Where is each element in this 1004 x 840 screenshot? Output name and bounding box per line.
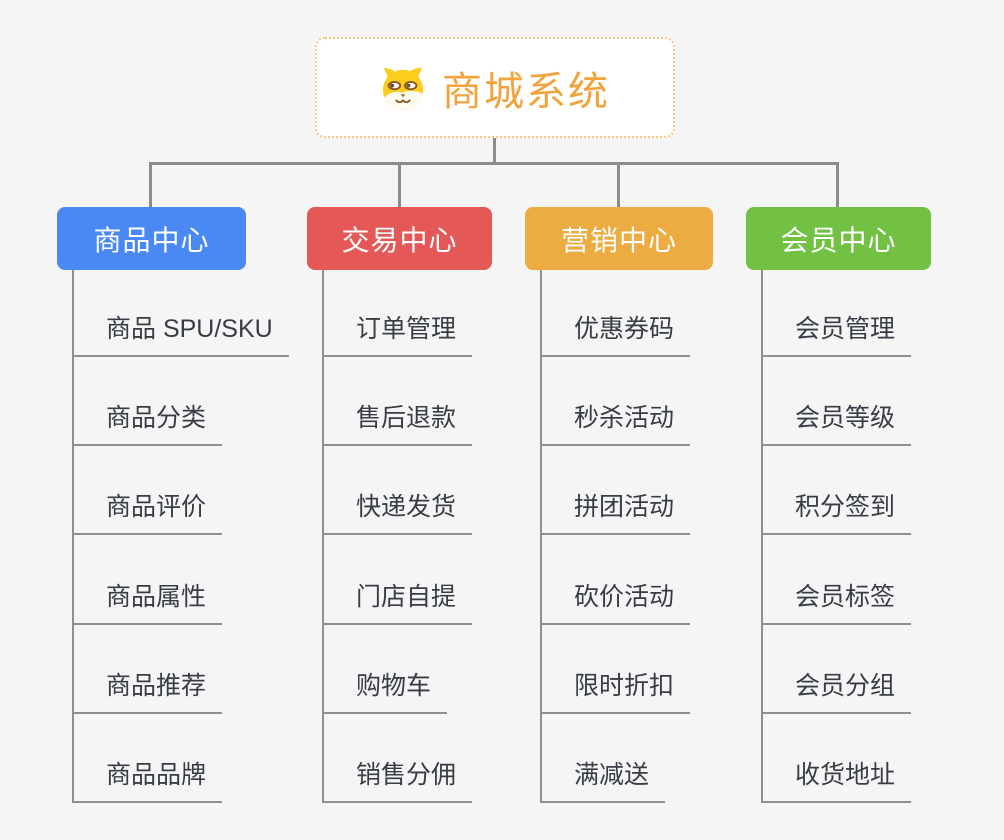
leaf-node[interactable]: 会员标签 — [761, 583, 912, 625]
leaf-node[interactable]: 会员分组 — [761, 672, 912, 714]
leaf-node[interactable]: 秒杀活动 — [540, 404, 691, 446]
branch-node-product-center[interactable]: 商品中心 — [57, 207, 246, 270]
leaf-node[interactable]: 销售分佣 — [322, 761, 473, 803]
leaf-node[interactable]: 会员管理 — [761, 315, 912, 357]
connector-rail — [149, 162, 839, 165]
connector-drop-product — [149, 163, 152, 207]
leaf-node[interactable]: 门店自提 — [322, 583, 473, 625]
connector-trunk-trade — [322, 270, 324, 801]
branch-node-marketing-center[interactable]: 营销中心 — [525, 207, 713, 270]
leaf-node[interactable]: 拼团活动 — [540, 493, 691, 535]
leaf-node[interactable]: 会员等级 — [761, 404, 912, 446]
connector-trunk-product — [72, 270, 74, 801]
leaf-node[interactable]: 满减送 — [540, 761, 666, 803]
branch-node-trade-center[interactable]: 交易中心 — [307, 207, 492, 270]
branch-node-member-center[interactable]: 会员中心 — [746, 207, 931, 270]
connector-drop-trade — [398, 163, 401, 207]
leaf-node[interactable]: 购物车 — [322, 672, 448, 714]
leaf-node[interactable]: 商品分类 — [72, 404, 223, 446]
leaf-node[interactable]: 商品品牌 — [72, 761, 223, 803]
leaf-node[interactable]: 快递发货 — [322, 493, 473, 535]
leaf-node[interactable]: 砍价活动 — [540, 583, 691, 625]
leaf-node[interactable]: 商品推荐 — [72, 672, 223, 714]
leaf-node[interactable]: 售后退款 — [322, 404, 473, 446]
shiba-dog-icon — [382, 67, 424, 110]
leaf-node[interactable]: 商品评价 — [72, 493, 223, 535]
connector-drop-member — [836, 163, 839, 207]
root-title: 商城系统 — [442, 69, 610, 114]
leaf-node[interactable]: 优惠券码 — [540, 315, 691, 357]
leaf-node[interactable]: 收货地址 — [761, 761, 912, 803]
leaf-node[interactable]: 积分签到 — [761, 493, 912, 535]
leaf-node[interactable]: 订单管理 — [322, 315, 473, 357]
leaf-node[interactable]: 商品属性 — [72, 583, 223, 625]
connector-trunk-marketing — [540, 270, 542, 801]
leaf-node[interactable]: 商品 SPU/SKU — [72, 315, 289, 357]
connector-root-stem — [493, 138, 496, 164]
connector-trunk-member — [761, 270, 763, 801]
root-node-mall-system[interactable]: 商城系统 — [315, 37, 675, 138]
leaf-node[interactable]: 限时折扣 — [540, 672, 691, 714]
connector-drop-marketing — [617, 163, 620, 207]
